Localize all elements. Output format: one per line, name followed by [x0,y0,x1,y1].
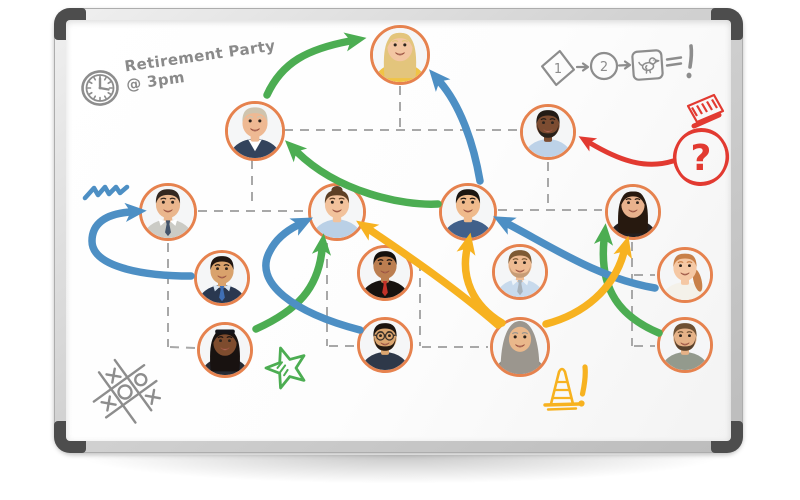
person-young-man [194,250,250,306]
person-suit-man [139,183,197,241]
person-sunglasses-woman [197,322,253,378]
person-hijab-woman [490,317,550,377]
person-older-man [225,101,285,161]
person-glasses-man [357,317,413,373]
person-center-woman [308,183,366,241]
person-blonde-woman [370,25,430,85]
person-messyhair-man [357,245,413,301]
person-darkhair-woman [605,184,661,240]
person-dark-man [520,104,576,160]
person-beard-man [657,317,713,373]
whiteboard-shadow [84,455,716,483]
person-ponytail-woman [657,247,713,303]
person-brownhair-man [492,244,548,300]
person-asian-man [439,183,497,241]
